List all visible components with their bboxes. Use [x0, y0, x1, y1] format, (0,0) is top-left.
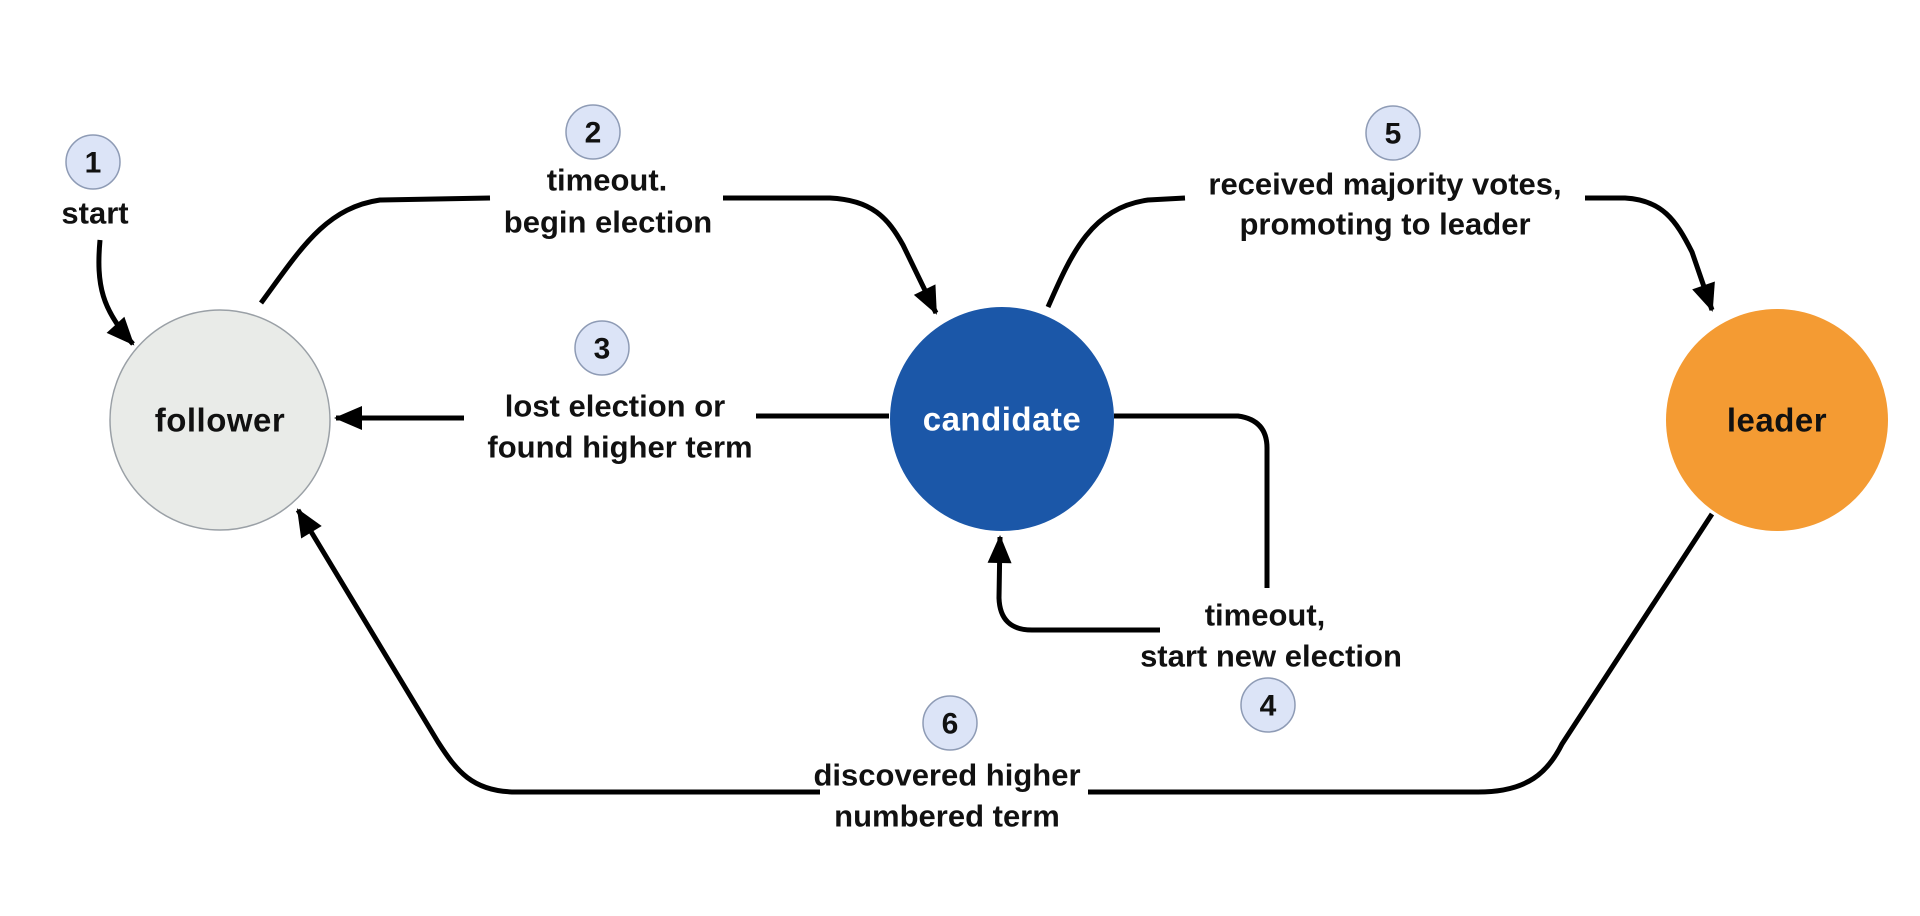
- badge-6: [923, 696, 977, 750]
- transition-label-3-line-1: lost election or: [505, 389, 725, 424]
- badge-2-number: 2: [585, 117, 602, 150]
- transition-label-5-line-2: promoting to leader: [1239, 207, 1530, 242]
- transition-label-4-line-2: start new election: [1140, 639, 1402, 674]
- badge-6-border: [922, 695, 978, 751]
- badge-1: [66, 135, 120, 189]
- state-node-leader: [1666, 309, 1888, 531]
- badge-3-number: 3: [594, 333, 611, 366]
- state-label-candidate: candidate: [923, 401, 1082, 438]
- state-label-leader: leader: [1727, 402, 1827, 439]
- transition-label-4-line-1: timeout,: [1205, 598, 1326, 633]
- badge-5-number: 5: [1385, 118, 1402, 151]
- badge-2: [566, 105, 620, 159]
- transition-label-5-line-1: received majority votes,: [1208, 167, 1561, 202]
- step-badges: 1 2 3 4 5 6: [65, 104, 1421, 751]
- state-node-follower-border: [109, 309, 331, 531]
- badge-3: [575, 321, 629, 375]
- edge-follower-to-candidate-right: [723, 195, 939, 315]
- transition-label-6-line-2: numbered term: [834, 799, 1060, 834]
- badge-1-number: 1: [85, 147, 102, 180]
- transition-labels: start timeout. begin election lost elect…: [61, 163, 1561, 834]
- badge-2-border: [565, 104, 621, 160]
- badge-4-number: 4: [1260, 690, 1277, 723]
- state-label-follower: follower: [155, 402, 286, 439]
- state-node-follower: [110, 310, 330, 530]
- edge-leader-to-follower-right: [1088, 512, 1715, 795]
- transition-label-3-line-2: found higher term: [487, 430, 752, 465]
- edge-candidate-to-leader-right: [1585, 195, 1715, 312]
- badge-6-number: 6: [942, 708, 959, 741]
- badge-3-border: [574, 320, 630, 376]
- transition-label-6-line-1: discovered higher: [813, 758, 1080, 793]
- badge-5-border: [1365, 105, 1421, 161]
- badge-4: [1241, 678, 1295, 732]
- state-node-candidate: [890, 307, 1114, 531]
- badge-5: [1366, 106, 1420, 160]
- transition-label-1-line-1: start: [61, 196, 128, 231]
- transition-edges: [96, 195, 1715, 795]
- edge-leader-to-follower-left: [295, 508, 820, 795]
- transition-label-2-line-1: timeout.: [547, 163, 668, 198]
- edge-candidate-loop-return: [987, 535, 1160, 633]
- edge-candidate-loop-out: [1114, 413, 1270, 588]
- transition-label-2-line-2: begin election: [504, 205, 712, 240]
- state-nodes: follower candidate leader: [109, 307, 1888, 531]
- badge-4-border: [1240, 677, 1296, 733]
- edge-candidate-to-leader-left: [1045, 195, 1186, 308]
- edge-start-to-follower: [96, 239, 135, 346]
- badge-1-border: [65, 134, 121, 190]
- edge-follower-to-candidate-left: [258, 195, 491, 305]
